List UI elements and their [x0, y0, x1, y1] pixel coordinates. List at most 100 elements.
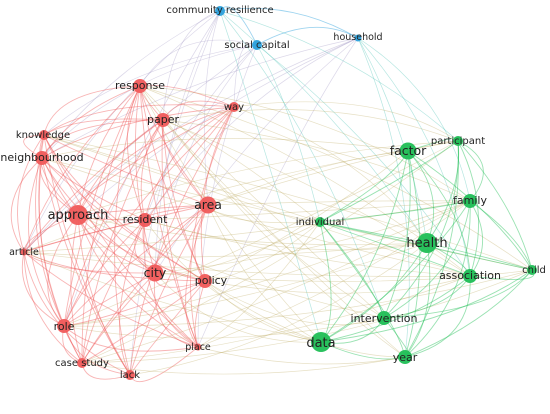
- node-paper[interactable]: [156, 113, 170, 127]
- link-child-year: [404, 269, 533, 358]
- link-paper-intervention: [162, 119, 385, 319]
- link-way-place: [190, 106, 235, 348]
- link-approach-intervention: [77, 214, 385, 319]
- link-social_capital-association: [256, 44, 471, 277]
- link-response-case_study: [81, 85, 141, 364]
- link-response-article: [23, 85, 141, 253]
- link-way-policy: [200, 106, 235, 282]
- link-case_study-year: [81, 356, 406, 375]
- link-role-health: [63, 242, 428, 327]
- link-approach-case_study: [70, 214, 83, 364]
- link-policy-intervention: [204, 280, 385, 326]
- link-article-association: [23, 251, 471, 277]
- link-way-case_study: [81, 106, 235, 364]
- node-participant[interactable]: [453, 136, 463, 146]
- link-role-place: [63, 325, 199, 352]
- node-factor[interactable]: [399, 142, 417, 160]
- link-response-area: [139, 85, 209, 206]
- link-paper-neighbourhood: [41, 119, 164, 159]
- link-response-family: [139, 85, 471, 202]
- link-resident-family: [144, 200, 471, 221]
- label-role: role: [54, 320, 75, 333]
- link-lack-health: [129, 242, 428, 376]
- link-social_capital-response: [139, 39, 258, 87]
- link-participant-family: [457, 140, 484, 202]
- link-social_capital-place: [197, 44, 258, 348]
- node-data[interactable]: [311, 332, 331, 352]
- link-social_capital-resident: [144, 44, 258, 221]
- node-way[interactable]: [229, 102, 239, 112]
- node-health[interactable]: [417, 233, 437, 253]
- node-approach[interactable]: [68, 205, 88, 225]
- link-family-data: [320, 200, 471, 343]
- link-participant-year: [404, 140, 459, 358]
- link-factor-data: [320, 150, 409, 343]
- link-policy-individual: [204, 221, 321, 282]
- link-response-resident: [127, 85, 146, 221]
- link-response-knowledge: [43, 85, 141, 136]
- link-neighbourhood-policy: [41, 157, 206, 282]
- node-year[interactable]: [398, 350, 412, 364]
- node-social-capital[interactable]: [252, 40, 262, 50]
- link-social_capital-city: [154, 44, 258, 274]
- link-health-data: [320, 242, 428, 343]
- link-response-year: [139, 85, 406, 358]
- label-way: way: [224, 102, 244, 113]
- label-social-capital: social capital: [224, 40, 289, 51]
- node-community-resilience[interactable]: [215, 6, 225, 16]
- link-paper-knowledge: [43, 118, 164, 136]
- node-intervention[interactable]: [377, 311, 391, 325]
- link-approach-role: [47, 214, 79, 327]
- label-participant: participant: [431, 136, 485, 147]
- node-area[interactable]: [199, 196, 217, 214]
- link-role-lack: [63, 325, 131, 376]
- node-resident[interactable]: [138, 213, 152, 227]
- link-participant-association: [457, 140, 479, 277]
- link-neighbourhood-place: [41, 157, 199, 348]
- link-knowledge-place: [43, 134, 199, 348]
- link-role-child: [63, 269, 533, 327]
- link-family-intervention: [383, 200, 471, 319]
- link-community_resilience-lack: [129, 10, 221, 376]
- link-way-health: [233, 106, 428, 244]
- node-city[interactable]: [146, 264, 164, 282]
- node-case-study[interactable]: [77, 358, 87, 368]
- link-social_capital-household: [256, 26, 359, 46]
- link-resident-association: [144, 219, 471, 277]
- node-article[interactable]: [20, 248, 28, 256]
- node-lack[interactable]: [125, 370, 135, 380]
- link-policy-year: [204, 280, 406, 358]
- link-resident-health: [144, 219, 428, 251]
- link-policy-factor: [204, 150, 409, 282]
- link-policy-lack: [129, 280, 206, 376]
- node-role[interactable]: [57, 319, 71, 333]
- link-knowledge-article: [17, 134, 45, 253]
- node-household[interactable]: [354, 34, 362, 42]
- label-resident: resident: [123, 213, 169, 226]
- link-paper-role: [63, 119, 164, 327]
- link-role-family: [63, 200, 471, 327]
- node-response[interactable]: [133, 79, 147, 93]
- link-policy-role: [63, 280, 206, 327]
- link-factor-year: [404, 150, 421, 358]
- link-resident-policy: [142, 219, 206, 282]
- node-individual[interactable]: [315, 217, 325, 227]
- link-neighbourhood-role: [28, 157, 65, 327]
- link-area-case_study: [81, 204, 209, 364]
- link-way-article: [23, 106, 235, 253]
- node-knowledge[interactable]: [39, 130, 49, 140]
- label-neighbourhood: neighbourhood: [0, 151, 83, 164]
- link-policy-association: [204, 275, 471, 294]
- link-neighbourhood-case_study: [38, 157, 83, 364]
- node-child[interactable]: [527, 265, 537, 275]
- node-family[interactable]: [463, 194, 477, 208]
- link-role-participant: [63, 140, 459, 327]
- label-year: year: [393, 351, 418, 364]
- node-policy[interactable]: [198, 274, 212, 288]
- node-place[interactable]: [194, 343, 202, 351]
- link-approach-health: [77, 214, 428, 246]
- link-neighbourhood-lack: [41, 157, 131, 376]
- node-association[interactable]: [463, 269, 477, 283]
- node-neighbourhood[interactable]: [35, 151, 49, 165]
